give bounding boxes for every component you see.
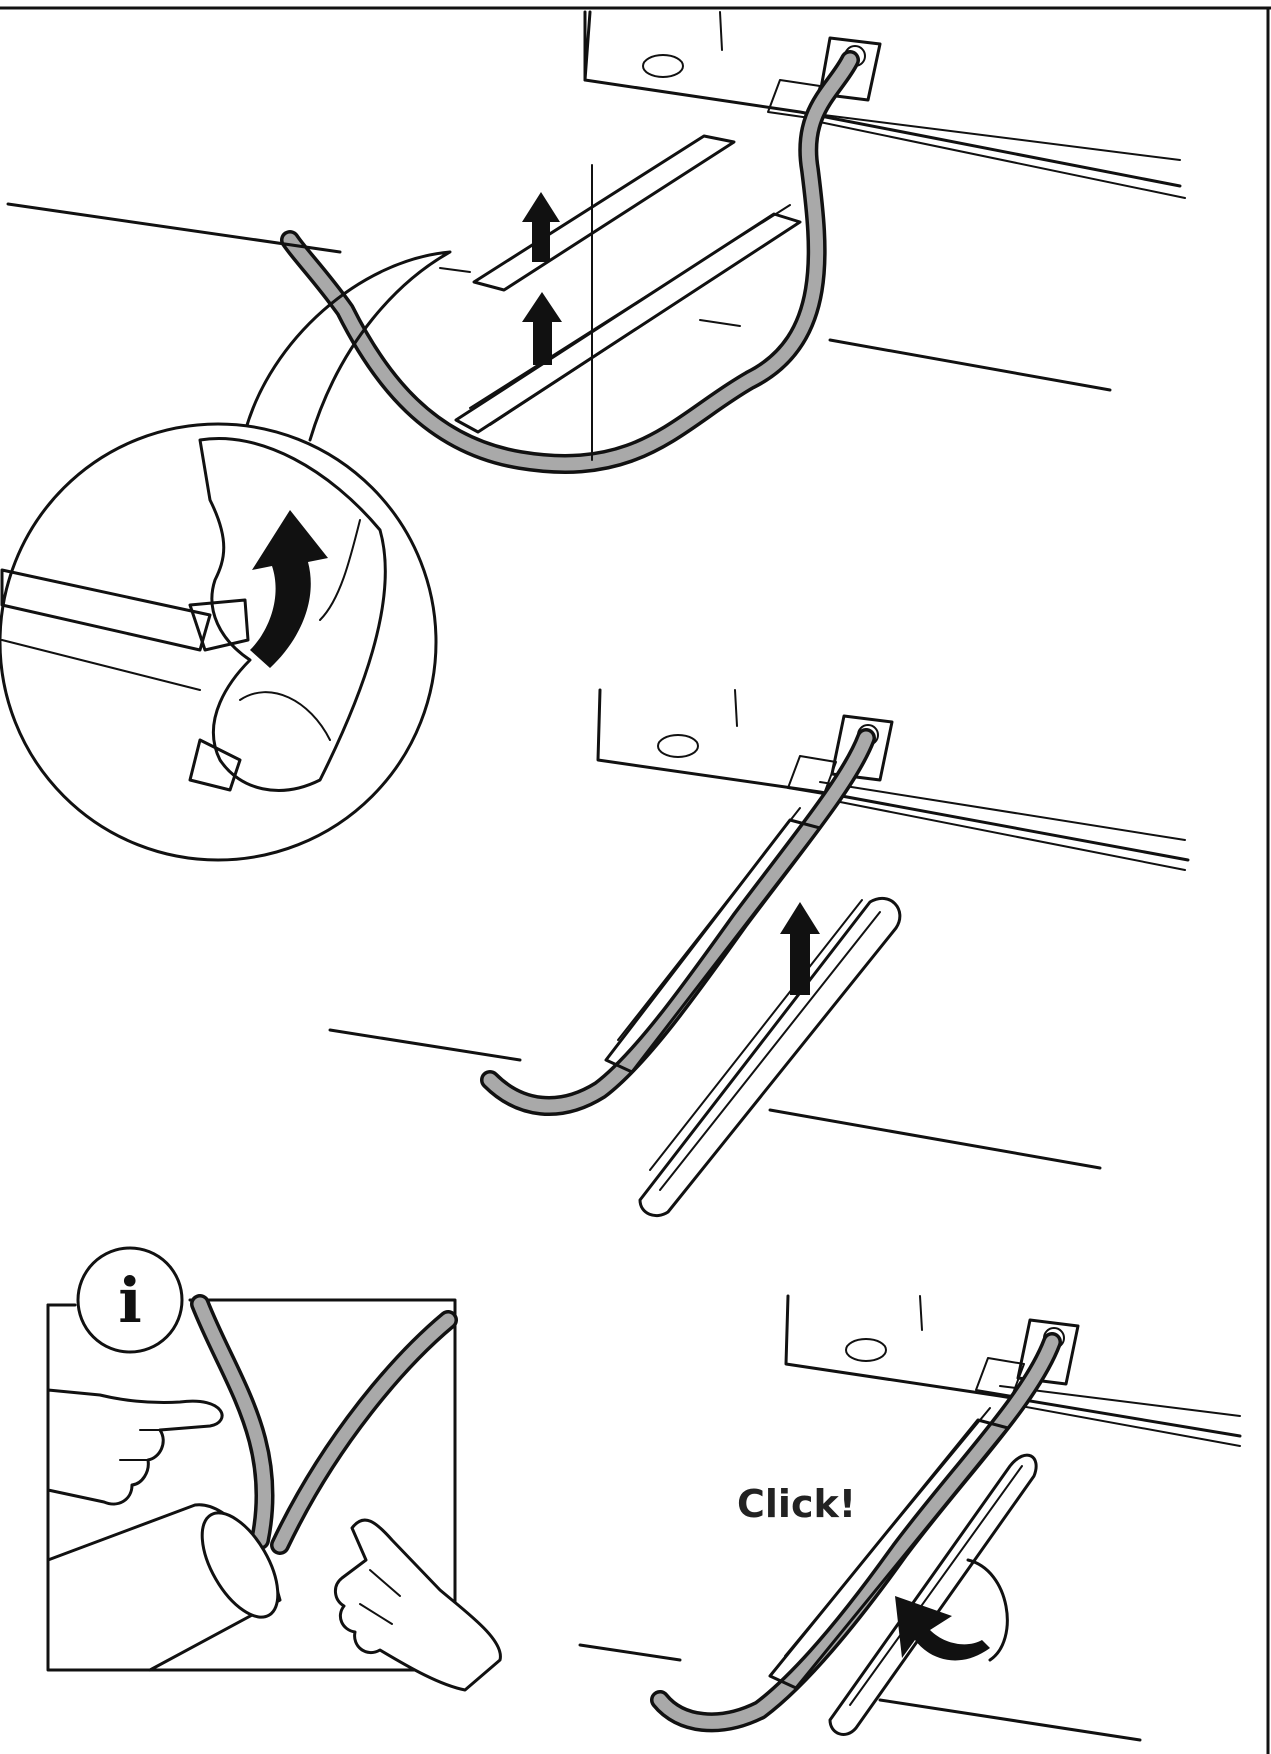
- cable-channel-pieces: [454, 134, 802, 434]
- power-cable: [650, 1332, 1062, 1733]
- pointing-hand-icon: [46, 1388, 224, 1506]
- appliance-edge-bottom: [784, 1294, 1242, 1447]
- up-arrow-icon: [522, 292, 562, 365]
- step-3-channel-attach: Click!: [578, 1294, 1242, 1742]
- cable-channel-clicked: [828, 1453, 1038, 1736]
- info-icon: i: [76, 1246, 184, 1354]
- curved-arrow-icon: [250, 510, 328, 668]
- floor-lines: [328, 1028, 1102, 1170]
- grommet-tube: [46, 1503, 282, 1672]
- cable-clip: [830, 714, 894, 782]
- curved-arrow-icon: [895, 1558, 1009, 1662]
- pointing-hand-icon: [334, 1518, 502, 1692]
- cable-clip: [1016, 1318, 1080, 1386]
- page-frame: [0, 6, 1271, 1754]
- cable-channel-fixed: [768, 1407, 1010, 1690]
- appliance-edge-middle: [596, 688, 1190, 871]
- screw-hole: [642, 54, 684, 78]
- tape-strip: [0, 568, 250, 792]
- detail-zoom-peel-tape: [0, 250, 452, 862]
- power-cable-loop: [280, 50, 860, 474]
- click-label: Click!: [737, 1482, 856, 1526]
- floor-lines: [578, 1643, 1142, 1742]
- info-panel: i: [46, 1246, 502, 1692]
- floor-lines: [6, 164, 1112, 461]
- cable-channel-loose: [638, 896, 902, 1217]
- appliance-edge-top: [583, 10, 1186, 199]
- up-arrow-icon: [780, 902, 820, 995]
- step-1-cable-removal: [6, 10, 1186, 474]
- power-cable: [480, 728, 876, 1116]
- svg-text:i: i: [118, 1264, 142, 1337]
- screw-hole: [657, 734, 699, 758]
- pointing-hand-icon: [198, 437, 387, 792]
- screw-hole: [845, 1338, 887, 1362]
- cable-clip: [818, 36, 882, 102]
- cables-through-grommet: [190, 1294, 458, 1555]
- cable-channel-fixed: [604, 807, 822, 1074]
- step-2-channel-removal: [328, 688, 1190, 1217]
- up-arrow-icon: [522, 192, 560, 262]
